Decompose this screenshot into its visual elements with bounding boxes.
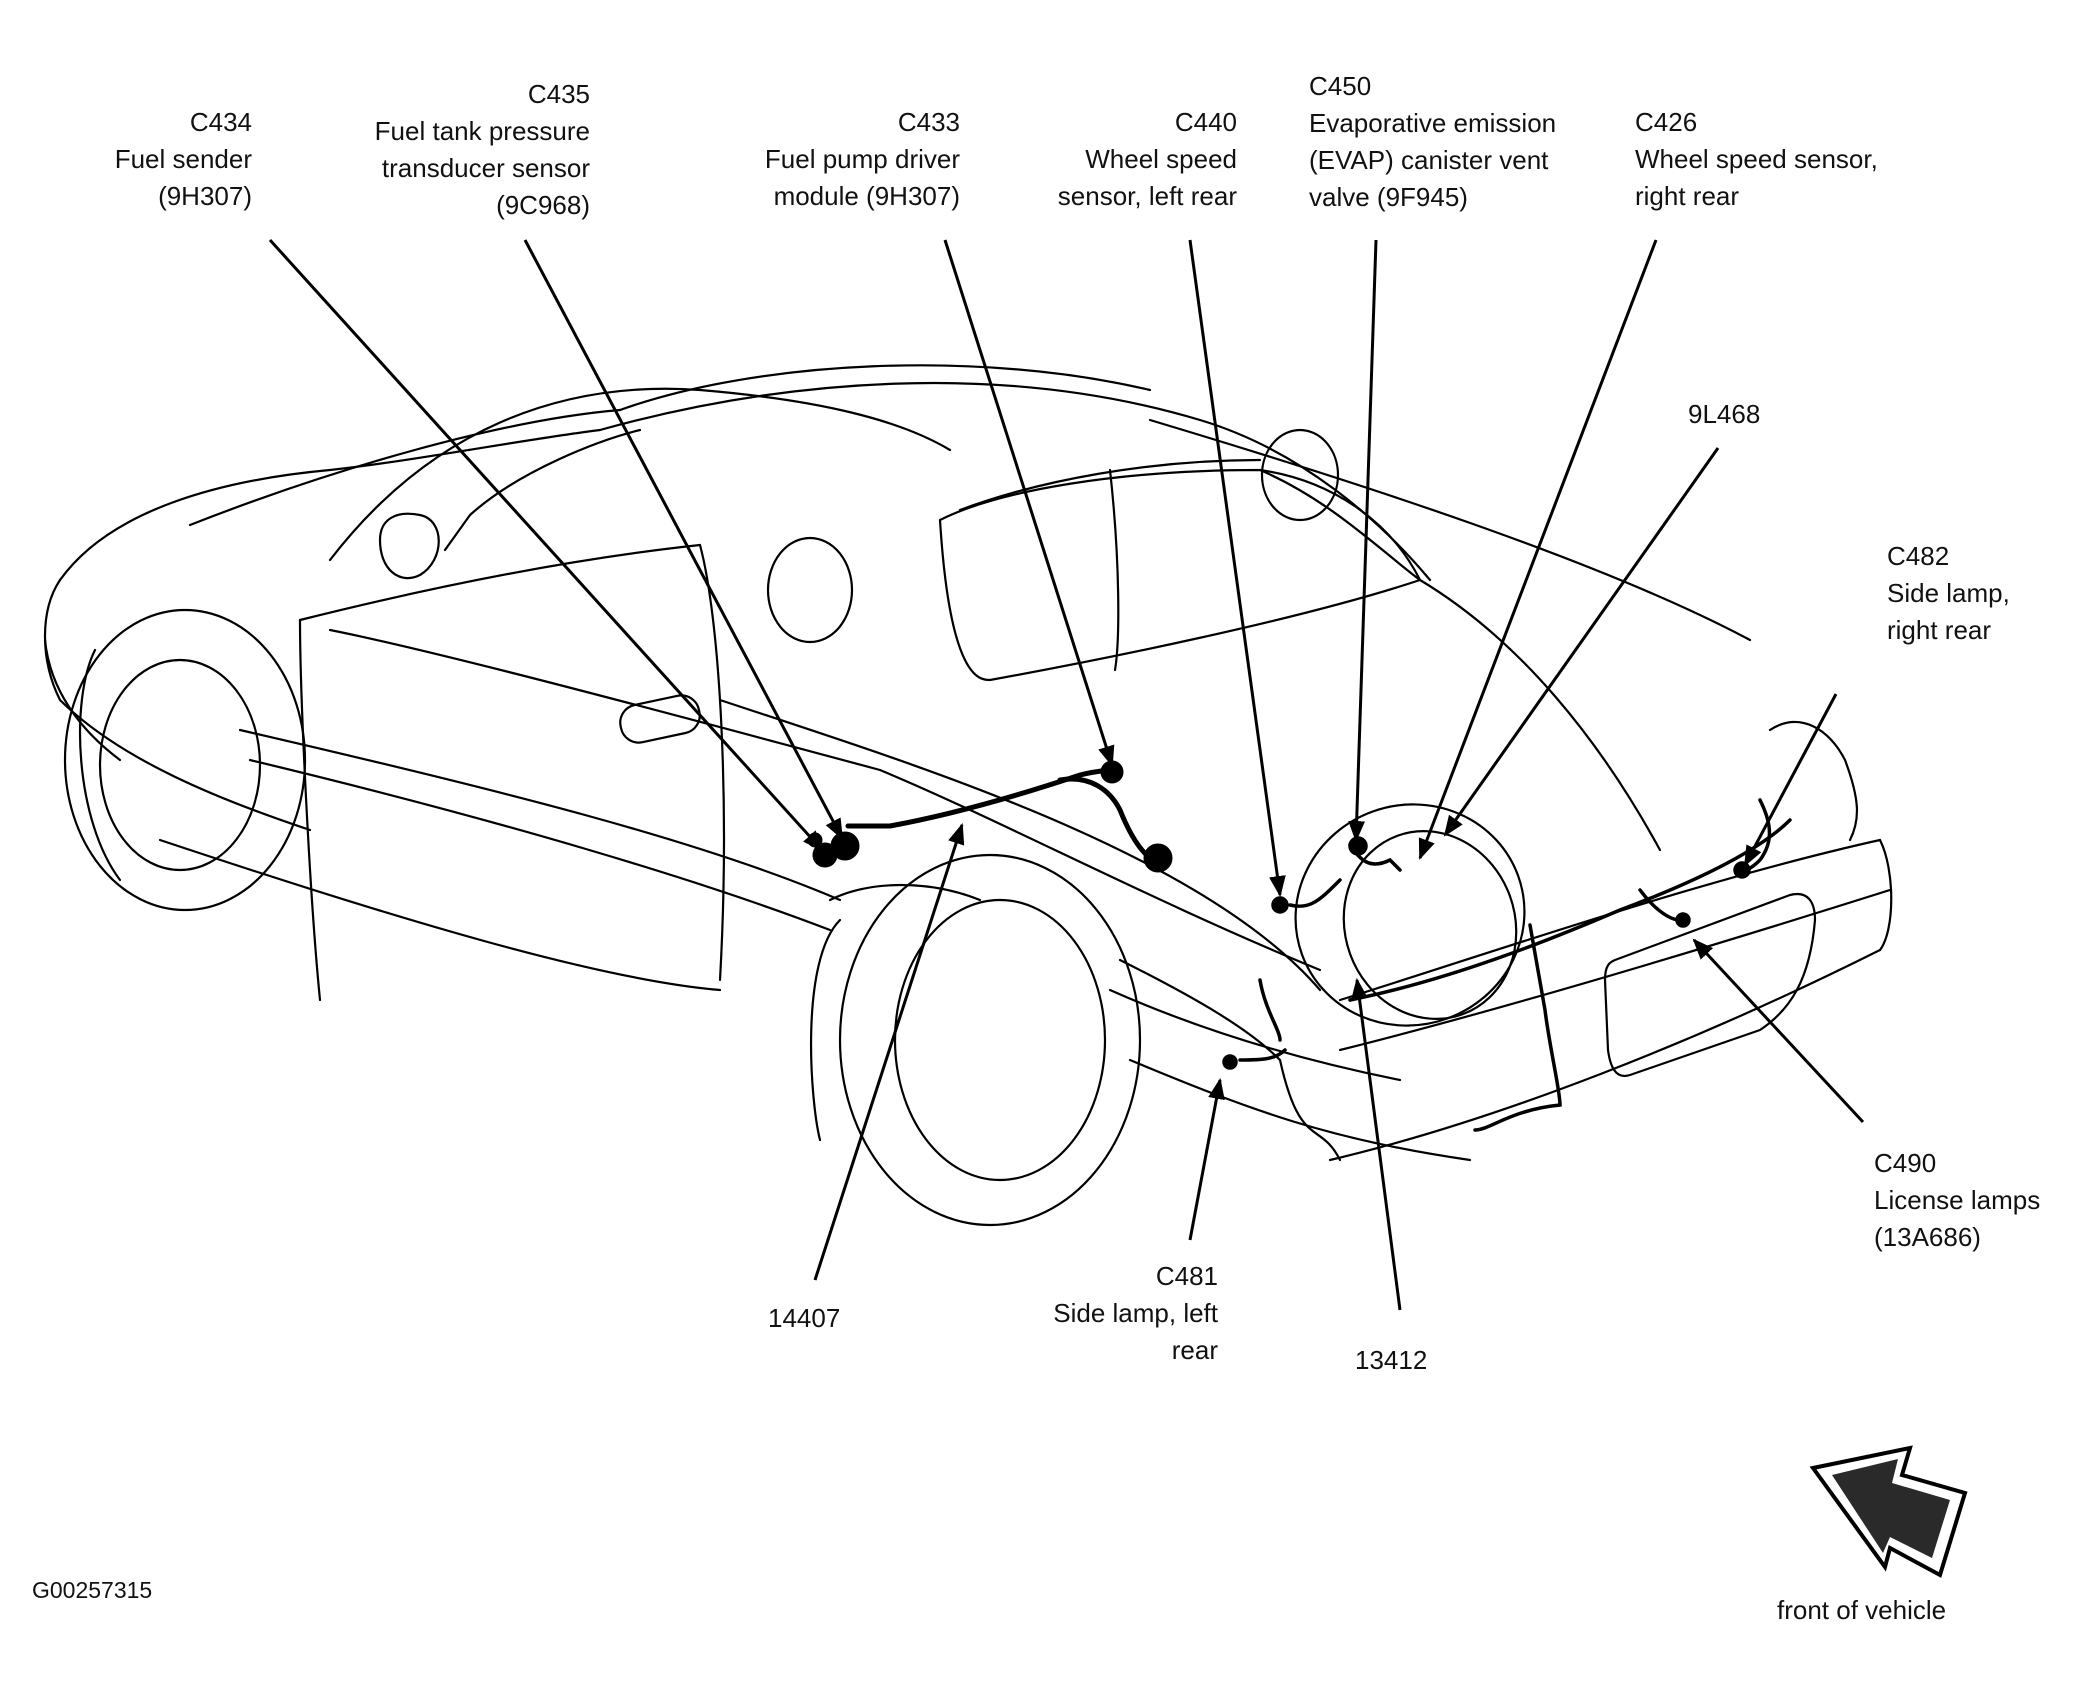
callout-text: Fuel tank pressure [374, 116, 590, 146]
callout-text: valve (9F945) [1309, 182, 1468, 212]
callout-text: (13A686) [1874, 1222, 1981, 1252]
figure-id: G00257315 [32, 1577, 153, 1603]
orientation-label: front of vehicle [1777, 1595, 1947, 1625]
callout-code: C482 [1887, 541, 1950, 571]
callout-code: C440 [1174, 107, 1237, 137]
callout-text: License lamps [1874, 1185, 2041, 1215]
leader-c450 [1348, 239, 1378, 843]
callout-c490: C490 License lamps (13A686) [1874, 1145, 2040, 1256]
callout-text: sensor, left rear [1057, 181, 1237, 211]
callout-text: right rear [1887, 615, 1992, 645]
callout-code: C434 [189, 107, 252, 137]
leader-c440 [1188, 239, 1286, 898]
callout-c434: C434 Fuel sender (9H307) [115, 104, 252, 215]
callout-c481: C481 Side lamp, left rear [1053, 1258, 1218, 1369]
callout-code: C481 [1155, 1261, 1218, 1291]
callout-text: right rear [1635, 181, 1740, 211]
callout-text: Wheel speed sensor, [1635, 144, 1878, 174]
callout-c450: C450 Evaporative emission (EVAP) caniste… [1309, 68, 1556, 216]
leader-c481 [1188, 1077, 1225, 1241]
callout-c435: C435 Fuel tank pressure transducer senso… [375, 76, 590, 224]
callout-c433: C433 Fuel pump driver module (9H307) [765, 104, 960, 215]
callout-text: Side lamp, left [1053, 1298, 1218, 1328]
callout-9l468: 9L468 [1688, 396, 1760, 433]
wiring-harness [807, 760, 1173, 873]
callout-text: rear [1171, 1335, 1218, 1365]
front-of-vehicle-arrow-icon [1809, 1445, 1968, 1578]
leader-lines [268, 238, 1865, 1311]
leader-9l468 [1443, 447, 1720, 837]
part-number: 13412 [1355, 1345, 1428, 1375]
callout-code: C490 [1874, 1148, 1937, 1178]
callout-c426: C426 Wheel speed sensor, right rear [1635, 104, 1878, 215]
leader-c426 [1418, 239, 1658, 860]
callout-code: C435 [527, 79, 590, 109]
callout-text: Fuel sender [114, 144, 252, 174]
leader-c433 [943, 239, 1115, 768]
leader-14407 [813, 823, 965, 1281]
leader-c435 [523, 239, 844, 840]
callout-c482: C482 Side lamp, right rear [1887, 538, 2010, 649]
callout-text: Evaporative emission [1309, 108, 1557, 138]
callout-c440: C440 Wheel speed sensor, left rear [1058, 104, 1237, 215]
leader-c490 [1692, 938, 1865, 1124]
callout-code: C433 [897, 107, 960, 137]
callout-text: (EVAP) canister vent [1309, 145, 1549, 175]
callout-text: Fuel pump driver [764, 144, 960, 174]
callout-text: transducer sensor [381, 153, 590, 183]
callout-text: Side lamp, [1887, 578, 2010, 608]
callout-text: module (9H307) [773, 181, 960, 211]
leader-c434 [268, 238, 824, 852]
callout-text: Wheel speed [1085, 144, 1237, 174]
callout-code: C426 [1635, 107, 1698, 137]
callout-14407: 14407 [768, 1300, 840, 1337]
car-body-outline [43, 364, 1893, 1227]
callout-text: (9H307) [158, 181, 252, 211]
leader-13412 [1351, 977, 1402, 1311]
part-number: 9L468 [1688, 399, 1761, 429]
callout-code: C450 [1309, 71, 1372, 101]
callout-text: (9C968) [496, 190, 590, 220]
callout-13412: 13412 [1355, 1342, 1427, 1379]
part-number: 14407 [768, 1303, 841, 1333]
leader-c482 [1743, 693, 1838, 867]
